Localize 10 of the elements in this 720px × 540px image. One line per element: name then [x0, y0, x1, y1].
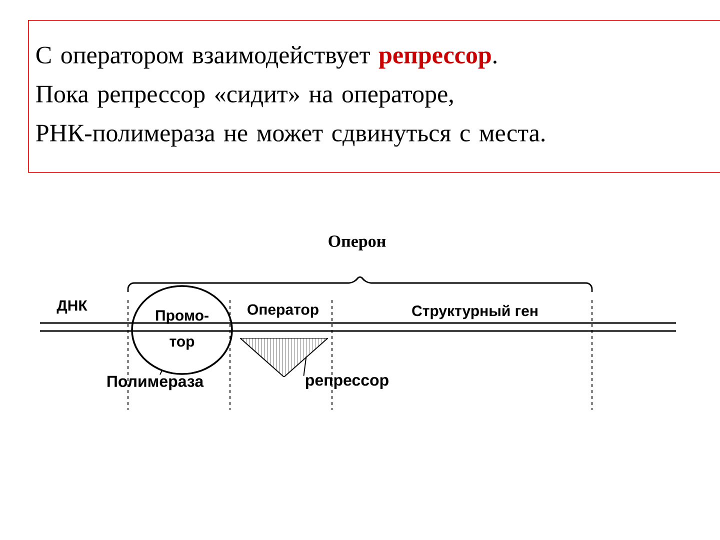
dna-label: ДНК [56, 300, 88, 314]
gene-label: Структурный ген [412, 304, 538, 320]
operon-label: Оперон [328, 236, 386, 250]
leader-line [160, 370, 163, 376]
operator-label: Оператор [248, 304, 318, 318]
polymerase-label: Полимераза [108, 376, 204, 390]
text-box: С оператором взаимодействует репрессор. Пока репрессор «сидит» на операторе, РНК-полимераза не может сдвинуться с места. [28, 20, 720, 173]
repressor-label: репрессор [306, 377, 388, 389]
repressor-triangle [240, 338, 328, 377]
leader-line [303, 356, 307, 376]
